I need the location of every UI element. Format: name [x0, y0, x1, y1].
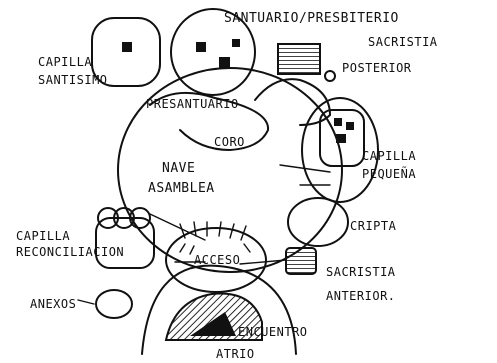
label-sacristia-posterior-2: POSTERIOR	[342, 61, 412, 75]
encuentro-triangle	[190, 312, 236, 336]
sacristia-posterior-dot	[324, 70, 336, 82]
label-acceso: ACCESO	[194, 253, 240, 267]
label-capilla-santisimo-1: CAPILLA	[38, 55, 92, 69]
anexos-bubble	[95, 289, 133, 319]
santuario-mark	[219, 57, 230, 68]
label-sacristia-anterior-1: SACRISTIA	[326, 265, 396, 279]
sacristia-anterior-box	[285, 247, 317, 275]
link-line	[77, 299, 95, 305]
label-capilla-santisimo-2: SANTISIMO	[38, 73, 108, 87]
label-nave-1: NAVE	[162, 161, 195, 176]
label-nave-2: ASAMBLEA	[148, 181, 215, 196]
link-line	[149, 213, 206, 241]
pequena-mark	[334, 118, 342, 126]
label-sacristia-posterior-1: SACRISTIA	[368, 35, 438, 49]
nave-bubble	[117, 67, 343, 273]
cripta-bubble	[287, 197, 349, 247]
label-sacristia-anterior-2: ANTERIOR.	[326, 289, 396, 303]
label-capilla-reconciliacion-2: RECONCILIACION	[16, 245, 124, 259]
acceso-hatch	[179, 221, 247, 241]
acceso-bubble	[165, 227, 267, 293]
encuentro-area	[164, 292, 263, 341]
santuario-mark	[196, 42, 206, 52]
santuario-bubble	[170, 8, 256, 96]
sacristia-posterior-box	[277, 43, 321, 75]
label-anexos: ANEXOS	[30, 297, 76, 311]
pequena-connector	[279, 164, 331, 173]
label-encuentro: ENCUENTRO	[238, 325, 308, 339]
capilla-santisimo-box	[91, 17, 161, 87]
pequena-mark	[336, 134, 346, 143]
acceso-arrows	[243, 243, 251, 253]
reconciliacion-box	[95, 217, 155, 269]
label-capilla-pequena-1: CAPILLA	[362, 149, 416, 163]
label-cripta: CRIPTA	[350, 219, 397, 233]
capilla-pequena-bubble	[301, 97, 379, 203]
santuario-mark	[232, 39, 240, 47]
atrio-arc	[141, 264, 297, 355]
presantuario-loop	[149, 91, 270, 151]
link-line	[239, 259, 287, 265]
pequena-mark	[346, 122, 354, 130]
label-coro: CORO	[214, 135, 245, 149]
label-capilla-reconciliacion-1: CAPILLA	[16, 229, 70, 243]
santisimo-mark	[122, 42, 132, 52]
label-capilla-pequena-2: PEQUEÑA	[362, 166, 416, 181]
sacristia-link	[254, 78, 331, 126]
label-presantuario: PRESANTUARIO	[146, 97, 239, 111]
label-santuario: SANTUARIO/PRESBITERIO	[224, 11, 399, 26]
acceso-arrows	[179, 243, 195, 255]
label-atrio: ATRIO	[216, 347, 255, 361]
capilla-pequena-box	[319, 109, 365, 167]
